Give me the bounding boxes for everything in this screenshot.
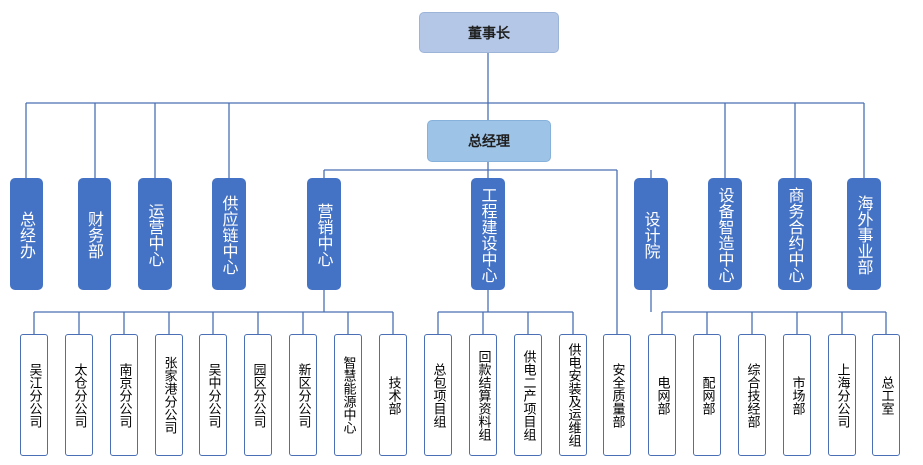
- sub-unit: 安全质量部: [603, 334, 631, 456]
- sub-unit-label: 园区分公司: [250, 362, 266, 428]
- sub-unit: 太仓分公司: [65, 334, 93, 456]
- dept-engineering: 工程建设中心: [471, 178, 505, 290]
- dept-label: 工程建设中心: [478, 187, 498, 283]
- dept-label: 运营中心: [145, 203, 165, 267]
- sub-unit-label: 市场部: [789, 375, 805, 415]
- sub-unit: 吴中分公司: [199, 334, 227, 456]
- dept-operations: 运营中心: [138, 178, 172, 290]
- chairman-label: 董事长: [468, 25, 510, 42]
- sub-unit-label: 智慧能源中心: [340, 356, 356, 434]
- dept-label: 总经办: [17, 211, 36, 259]
- dept-label: 商务合约中心: [785, 187, 805, 283]
- general-manager-box: 总经理: [427, 120, 551, 162]
- dept-overseas: 海外事业部: [847, 178, 881, 290]
- sub-unit: 园区分公司: [244, 334, 272, 456]
- sub-unit-label: 新区分公司: [295, 362, 311, 428]
- sub-unit: 总包项目组: [424, 334, 452, 456]
- sub-unit-label: 张家港分公司: [161, 356, 177, 434]
- dept-commercial-contracts: 商务合约中心: [778, 178, 812, 290]
- sub-unit: 新区分公司: [289, 334, 317, 456]
- dept-label: 海外事业部: [854, 195, 874, 275]
- sub-unit: 南京分公司: [110, 334, 138, 456]
- dept-label: 财务部: [85, 211, 104, 259]
- sub-unit-label: 吴中分公司: [205, 362, 221, 428]
- sub-unit-label: 配网部: [699, 375, 715, 415]
- sub-unit-label: 总工室: [878, 375, 894, 415]
- sub-unit: 智慧能源中心: [334, 334, 362, 456]
- sub-unit: 回款结算资料组: [469, 334, 497, 456]
- sub-unit-label: 综合技经部: [744, 362, 760, 428]
- dept-label: 供应链中心: [219, 195, 239, 275]
- dept-supply-chain: 供应链中心: [212, 178, 246, 290]
- sub-unit-label: 上海分公司: [834, 362, 850, 428]
- sub-unit: 供电安装及运维组: [559, 334, 587, 456]
- sub-unit-label: 太仓分公司: [71, 362, 87, 428]
- chairman-box: 董事长: [419, 12, 559, 53]
- sub-unit-label: 供电安装及运维组: [565, 343, 581, 447]
- sub-unit: 配网部: [693, 334, 721, 456]
- sub-unit-label: 安全质量部: [609, 362, 625, 428]
- sub-unit-label: 电网部: [654, 375, 670, 415]
- general-manager-label: 总经理: [468, 134, 510, 150]
- sub-unit: 供电二产项目组: [514, 334, 542, 456]
- dept-label: 设备智造中心: [715, 187, 735, 283]
- sub-unit: 电网部: [648, 334, 676, 456]
- sub-unit: 综合技经部: [738, 334, 766, 456]
- sub-unit-label: 回款结算资料组: [475, 349, 491, 441]
- dept-label: 营销中心: [314, 203, 334, 267]
- sub-unit: 张家港分公司: [155, 334, 183, 456]
- dept-design-institute: 设计院: [634, 178, 668, 290]
- sub-unit-label: 技术部: [385, 375, 401, 415]
- dept-finance: 财务部: [78, 178, 111, 290]
- sub-unit-label: 南京分公司: [116, 362, 132, 428]
- dept-label: 设计院: [641, 211, 661, 259]
- sub-unit: 吴江分公司: [20, 334, 48, 456]
- sub-unit: 总工室: [872, 334, 900, 456]
- sub-unit-label: 吴江分公司: [26, 362, 42, 428]
- sub-unit: 市场部: [783, 334, 811, 456]
- sub-unit-label: 总包项目组: [430, 362, 446, 428]
- dept-marketing: 营销中心: [307, 178, 341, 290]
- dept-equipment-manufacturing: 设备智造中心: [708, 178, 742, 290]
- dept-general-office: 总经办: [10, 178, 43, 290]
- sub-unit: 上海分公司: [828, 334, 856, 456]
- sub-unit: 技术部: [379, 334, 407, 456]
- sub-unit-label: 供电二产项目组: [520, 349, 536, 441]
